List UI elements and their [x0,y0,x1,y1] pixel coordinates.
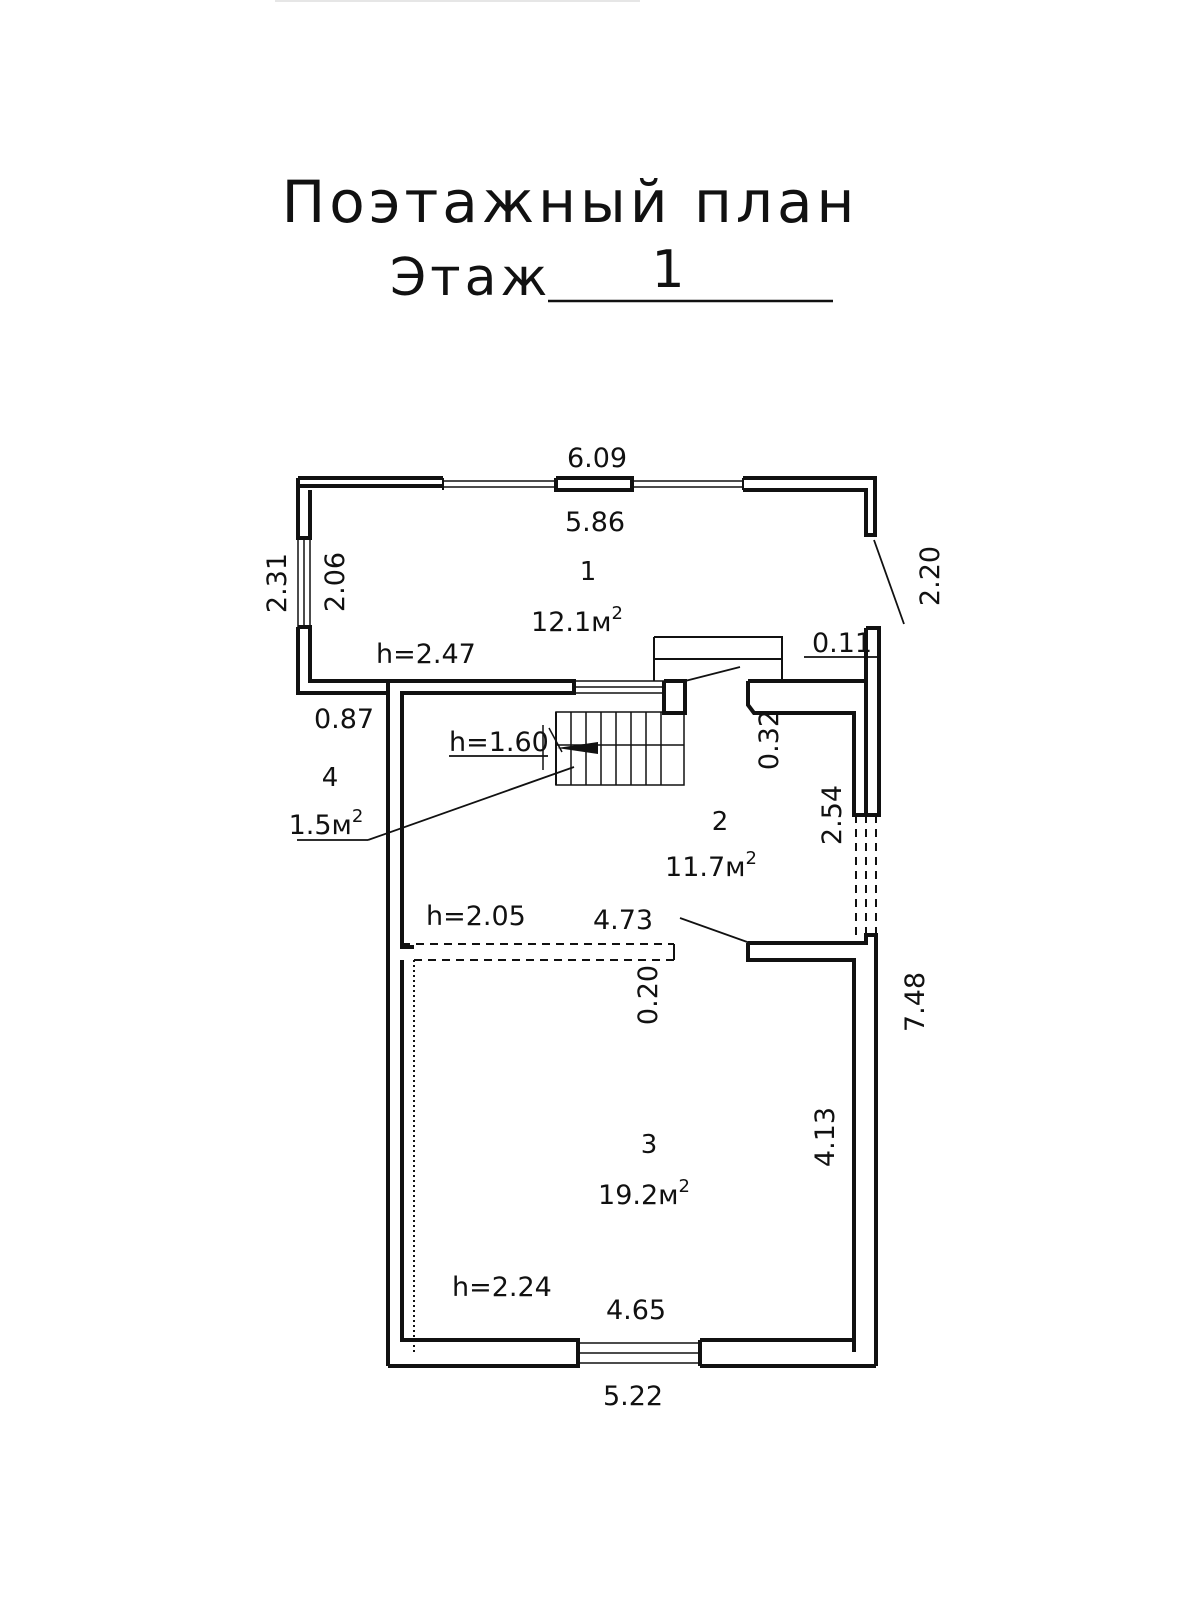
dim-room2-right: 2.54 [817,785,848,845]
room-3-label: 3 19.2м2 h=2.24 [452,1130,690,1303]
room-2-number: 2 [712,807,729,837]
stairs [542,711,685,786]
room-3-area: 19.2м2 [598,1176,690,1211]
dim-room3-width: 4.65 [606,1295,666,1326]
room-4-number: 4 [322,763,339,793]
room-4-height: h=1.60 [449,727,549,758]
room-4-label: 4 1.5м2 h=1.60 [289,727,549,841]
room-3-walls [388,960,876,1368]
dim-room3-height: 4.13 [810,1107,841,1167]
room-1-number: 1 [580,557,597,587]
dim-left-outer: 2.31 [262,553,293,613]
room-2-height: h=2.05 [426,901,526,932]
floor-number: 1 [651,240,688,300]
room-1-label: 1 12.1м2 h=2.47 [376,557,623,670]
room-3-height: h=2.24 [452,1272,552,1303]
dim-overall-height: 7.48 [900,972,931,1032]
dim-top-outer: 6.09 [567,443,627,474]
room-1-area: 12.1м2 [531,603,623,638]
dim-wall-thickness: 0.11 [812,628,872,659]
floor-label: Этаж [390,248,551,308]
room-2-area: 11.7м2 [665,848,757,883]
dim-top-inner: 5.86 [565,507,625,538]
dim-bottom-outer: 5.22 [603,1381,663,1412]
room-4-leader [367,766,575,841]
dim-partition: 0.20 [633,965,664,1025]
dim-step-left: 0.87 [314,704,374,735]
dim-room2-width: 4.73 [593,905,653,936]
room-1-height: h=2.47 [376,639,476,670]
dim-right-diagonal: 2.20 [915,546,946,606]
room-3-number: 3 [641,1130,658,1160]
room-2-label: 2 11.7м2 h=2.05 [426,807,757,932]
dim-left-inner: 2.06 [320,552,351,612]
plan-title: Поэтажный план [282,168,859,236]
room-2-walls [386,636,877,1366]
dim-stair-right: 0.32 [754,710,785,770]
room-4-area: 1.5м2 [289,806,364,841]
partition-room2-room3 [402,917,878,1366]
